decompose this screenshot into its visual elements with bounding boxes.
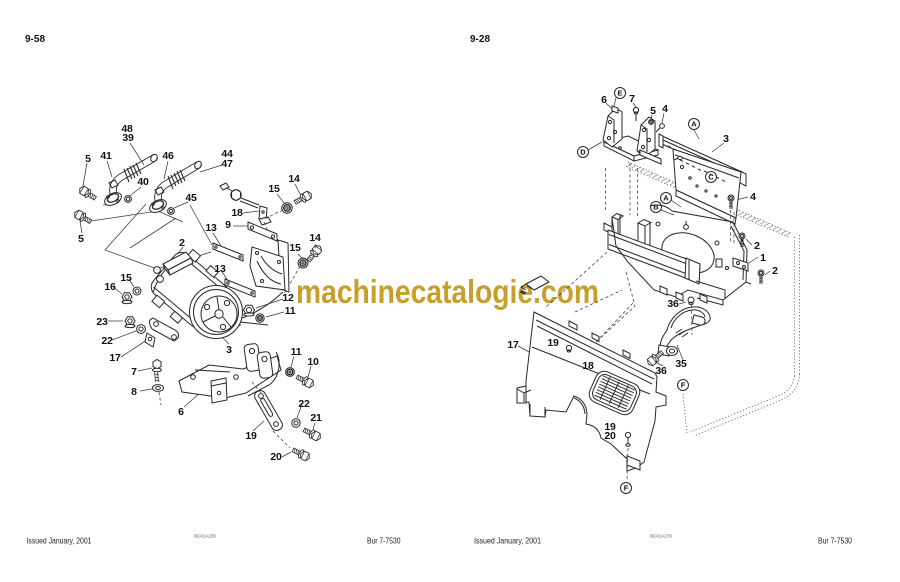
svg-text:3: 3 <box>723 133 729 145</box>
svg-text:5: 5 <box>78 233 84 245</box>
svg-text:9-28: 9-28 <box>470 34 490 45</box>
svg-text:19: 19 <box>547 337 559 349</box>
svg-text:20: 20 <box>270 451 282 463</box>
svg-text:5: 5 <box>85 153 91 165</box>
svg-text:E: E <box>617 89 622 98</box>
svg-text:machinecatalogie.com: machinecatalogie.com <box>296 273 599 310</box>
svg-text:48: 48 <box>121 123 133 135</box>
svg-text:7: 7 <box>131 366 137 378</box>
svg-text:9: 9 <box>225 219 231 231</box>
svg-text:35: 35 <box>675 358 687 370</box>
svg-text:Bur 7-7530: Bur 7-7530 <box>367 536 401 546</box>
svg-text:16: 16 <box>104 281 116 293</box>
svg-text:3: 3 <box>226 344 232 356</box>
svg-text:39: 39 <box>122 132 134 144</box>
svg-text:21: 21 <box>310 412 322 424</box>
svg-text:36: 36 <box>655 365 667 377</box>
svg-text:47: 47 <box>221 158 233 170</box>
svg-text:BC01A230: BC01A230 <box>194 534 216 539</box>
svg-text:15: 15 <box>268 183 280 195</box>
svg-text:23: 23 <box>96 316 108 328</box>
svg-text:11: 11 <box>285 305 296 317</box>
svg-text:7: 7 <box>629 93 635 105</box>
svg-text:4: 4 <box>750 191 756 203</box>
svg-text:18: 18 <box>582 360 594 372</box>
svg-text:45: 45 <box>185 192 197 204</box>
svg-text:14: 14 <box>309 232 321 244</box>
svg-text:Issued January, 2001: Issued January, 2001 <box>27 536 92 546</box>
svg-text:4: 4 <box>662 103 668 115</box>
svg-text:17: 17 <box>109 352 121 364</box>
svg-text:10: 10 <box>307 356 319 368</box>
svg-text:C: C <box>708 173 714 182</box>
svg-text:15: 15 <box>120 272 132 284</box>
svg-text:14: 14 <box>288 173 300 185</box>
svg-text:5: 5 <box>650 105 656 117</box>
svg-text:B: B <box>653 203 659 212</box>
svg-text:41: 41 <box>100 150 112 162</box>
svg-text:40: 40 <box>137 176 149 188</box>
svg-text:BC01A270: BC01A270 <box>650 534 672 539</box>
svg-text:11: 11 <box>291 346 302 358</box>
svg-text:F: F <box>681 381 686 390</box>
svg-text:19: 19 <box>245 430 257 442</box>
svg-text:A: A <box>663 194 669 203</box>
svg-text:12: 12 <box>282 292 294 304</box>
svg-text:46: 46 <box>162 150 174 162</box>
svg-text:1: 1 <box>760 252 766 264</box>
svg-text:A: A <box>691 120 697 129</box>
svg-text:8: 8 <box>131 386 137 398</box>
svg-text:F: F <box>624 484 629 493</box>
svg-text:19: 19 <box>604 421 616 433</box>
svg-text:13: 13 <box>205 222 217 234</box>
svg-text:6: 6 <box>601 94 607 106</box>
svg-text:2: 2 <box>772 265 778 277</box>
svg-text:D: D <box>580 148 586 157</box>
svg-text:9-58: 9-58 <box>25 34 45 45</box>
svg-text:36: 36 <box>667 298 679 310</box>
svg-text:18: 18 <box>231 207 243 219</box>
svg-text:6: 6 <box>178 406 184 418</box>
svg-text:2: 2 <box>754 240 760 252</box>
svg-text:22: 22 <box>298 398 310 410</box>
svg-text:20: 20 <box>604 430 616 442</box>
svg-text:17: 17 <box>507 339 519 351</box>
svg-text:Bur 7-7530: Bur 7-7530 <box>818 536 852 546</box>
svg-text:13: 13 <box>214 263 226 275</box>
svg-text:44: 44 <box>221 148 233 160</box>
svg-text:Issued January, 2001: Issued January, 2001 <box>474 536 541 546</box>
svg-text:15: 15 <box>289 242 301 254</box>
svg-text:22: 22 <box>101 335 113 347</box>
svg-text:2: 2 <box>179 237 185 249</box>
